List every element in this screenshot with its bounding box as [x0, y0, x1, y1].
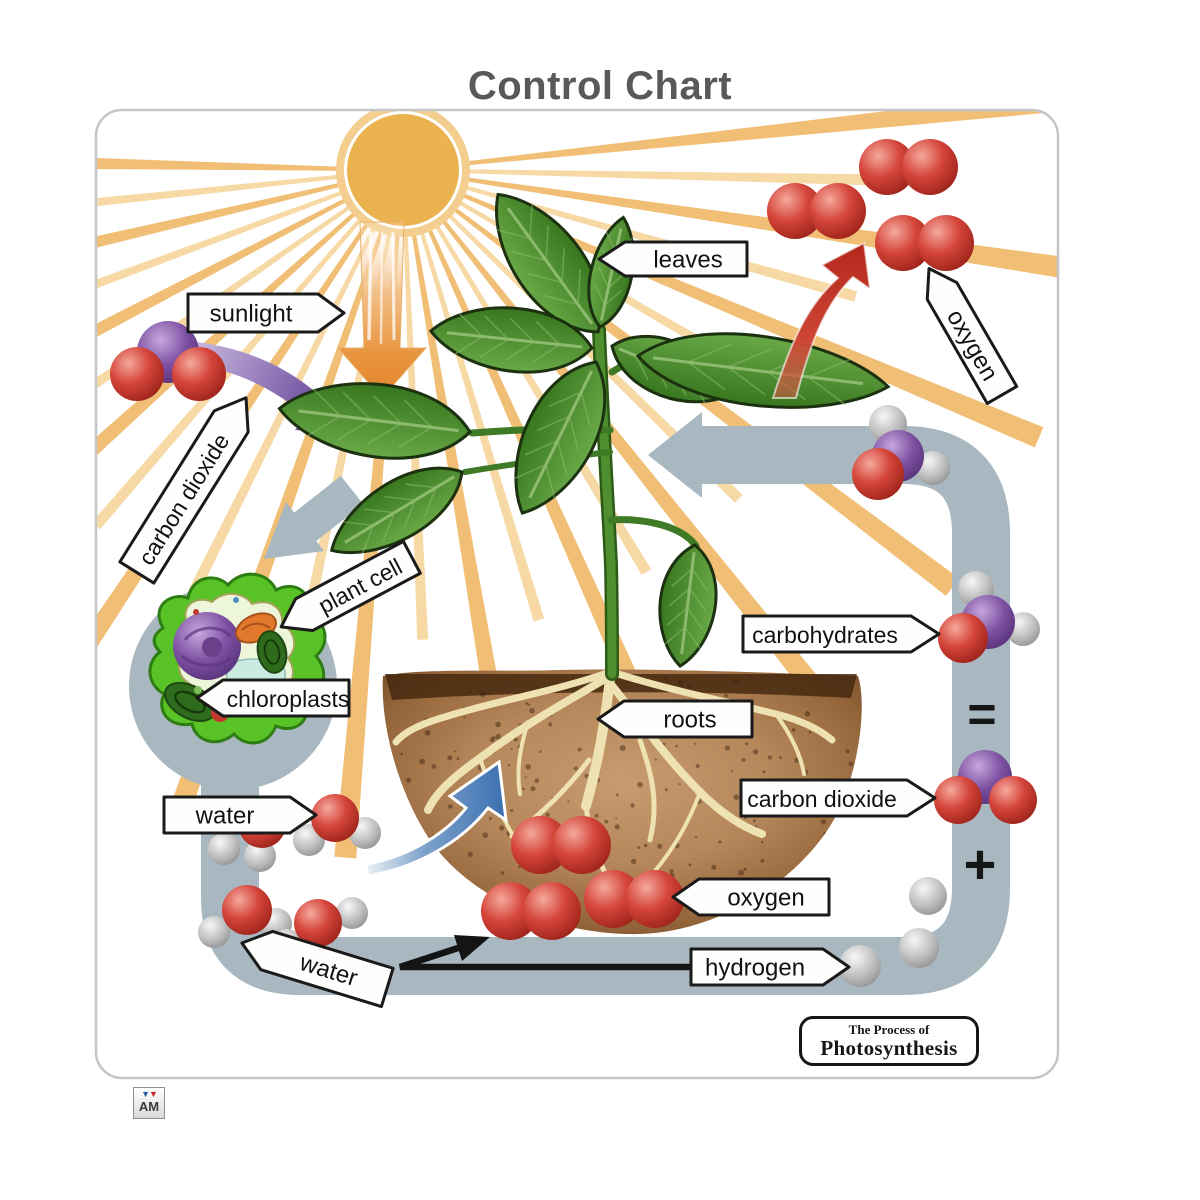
leaf-to-cell-arrow: [264, 475, 364, 559]
o2-molecule: [584, 870, 684, 928]
carbohydrate-molecule: [852, 405, 950, 500]
sunbeam-arrow: [336, 221, 428, 399]
band-arrowhead-left: [648, 412, 702, 498]
footer-line1: The Process of: [848, 1022, 930, 1037]
label-chloroplasts: chloroplasts: [195, 678, 351, 718]
logo-text: AM: [138, 1099, 160, 1114]
label-carbon-dioxide-right: carbon dioxide: [739, 778, 937, 818]
plant-leaves: [277, 192, 891, 669]
hydrogen-atom: [899, 928, 939, 968]
page-title: Control Chart: [467, 64, 733, 108]
svg-text:roots: roots: [663, 707, 716, 734]
water-molecule: [198, 885, 292, 948]
label-water-mid: water: [162, 795, 318, 835]
leaf: [329, 466, 464, 555]
hydrogen-return-arrow: [398, 935, 700, 971]
label-roots: roots: [596, 699, 754, 739]
leaf: [658, 543, 718, 669]
label-sunlight: sunlight: [186, 292, 346, 334]
label-water-bottom: water: [240, 929, 395, 1009]
leaf: [428, 306, 594, 374]
label-leaves: leaves: [597, 240, 749, 278]
hydrogen-atom: [909, 877, 947, 915]
o2-molecule: [767, 183, 866, 239]
logo-chevrons-icon: ▼▼: [141, 1089, 158, 1099]
oxygen-release-arrow: [771, 241, 872, 399]
label-oxygen-bottom: oxygen: [671, 877, 831, 917]
svg-text:hydrogen: hydrogen: [705, 955, 805, 982]
svg-text:chloroplasts: chloroplasts: [227, 686, 350, 712]
svg-text:oxygen: oxygen: [727, 885, 804, 912]
o2-molecule: [875, 215, 974, 271]
o2-molecule: [859, 139, 958, 195]
equals-sign: =: [967, 686, 996, 742]
hydrogen-atom: [839, 945, 881, 987]
o2-molecule: [481, 882, 581, 940]
diagram-panel-border: [94, 108, 1060, 1080]
chloroplast: [256, 630, 288, 674]
plus-sign: +: [964, 833, 997, 896]
svg-text:carbon dioxide: carbon dioxide: [747, 786, 897, 812]
o2-molecule: [511, 816, 611, 874]
label-hydrogen: hydrogen: [689, 947, 851, 987]
water-uptake-arrow: [364, 759, 508, 878]
footer-line2: Photosynthesis: [820, 1036, 958, 1060]
co2-molecule: [110, 321, 226, 401]
co2-molecule: [934, 750, 1037, 824]
svg-text:leaves: leaves: [653, 247, 722, 274]
carbohydrate-molecule: [938, 571, 1040, 663]
svg-text:sunlight: sunlight: [210, 301, 293, 328]
leaf: [277, 382, 472, 460]
svg-text:carbohydrates: carbohydrates: [752, 622, 898, 648]
svg-text:water: water: [195, 803, 255, 830]
label-carbohydrates: carbohydrates: [741, 614, 941, 654]
leaf: [513, 360, 607, 515]
water-molecule: [293, 794, 381, 856]
footer-title-box: The Process of Photosynthesis: [799, 1016, 979, 1066]
leaf: [635, 332, 891, 409]
sun: [336, 110, 470, 237]
publisher-logo: ▼▼ AM: [133, 1087, 165, 1119]
